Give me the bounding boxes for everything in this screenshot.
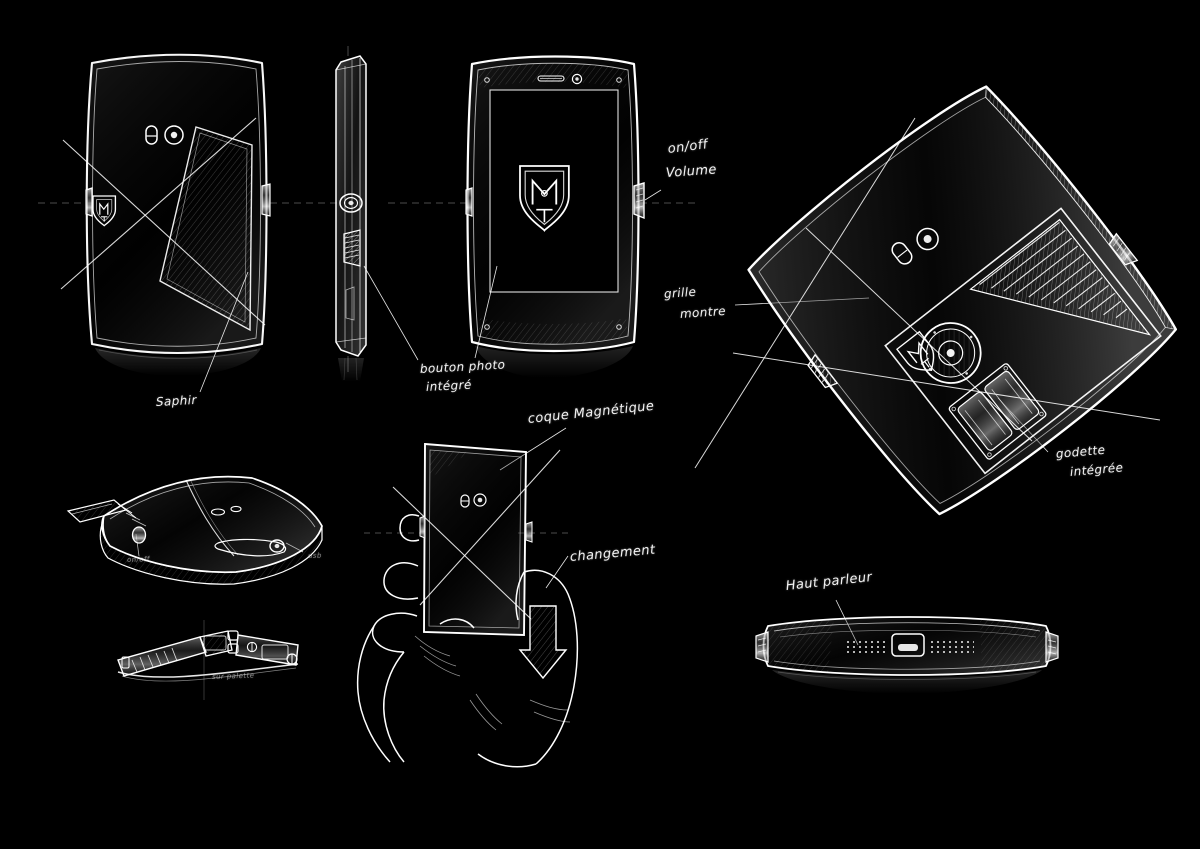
perspective-camera-cluster	[891, 227, 939, 265]
side-buttons-front	[465, 182, 645, 220]
rear-camera-cluster	[145, 125, 184, 145]
perspective-side-button	[1108, 232, 1139, 266]
earpiece-speaker-icon	[537, 75, 565, 82]
speaker-grille-left	[843, 640, 889, 654]
watch-grille-module	[884, 207, 1162, 475]
construction-guidelines	[38, 46, 700, 700]
hinge-grille-left	[131, 647, 178, 673]
front-camera-icon	[571, 73, 583, 85]
sapphire-panel	[159, 126, 253, 332]
watch-dial	[919, 322, 982, 384]
iso-camera-cluster	[210, 505, 242, 516]
shield-logo-back	[92, 195, 117, 227]
side-profile-view	[335, 55, 367, 382]
hand-holding-view	[356, 442, 579, 768]
dual-slider-module	[948, 363, 1047, 460]
crown-dial-icon	[339, 193, 363, 213]
camera-lens-icon	[164, 125, 184, 145]
perspective-view	[694, 85, 1178, 516]
flash-icon	[145, 125, 158, 145]
edge-clips	[755, 631, 1059, 663]
perspective-cross-marks	[694, 117, 1161, 469]
usb-port	[891, 633, 925, 657]
front-view	[465, 55, 645, 378]
perspective-crown	[807, 353, 839, 389]
screen-area	[489, 89, 619, 293]
bottom-edge-view	[755, 616, 1059, 694]
hand-illustration	[356, 514, 475, 763]
side-profile-reflection	[338, 357, 364, 382]
hand-shading	[414, 635, 503, 731]
hand-phone-camera	[460, 493, 487, 508]
shield-logo-front	[519, 165, 570, 232]
sim-tray	[66, 499, 137, 523]
back-view	[60, 53, 271, 376]
front-sensors	[537, 73, 583, 85]
knurled-photo-button	[343, 229, 361, 267]
isometric-back-view	[66, 475, 323, 585]
onoff-volume-button	[633, 182, 645, 220]
crop-cross-marks	[60, 117, 266, 326]
shield-logo-perspective	[895, 330, 935, 372]
speaker-grille-right	[928, 640, 974, 654]
down-arrow-icon	[518, 605, 568, 680]
front-view-reflection	[475, 346, 633, 378]
side-buttons-back	[85, 183, 271, 217]
corner-screws	[484, 77, 622, 330]
hinge-bar-view	[117, 630, 299, 682]
back-view-reflection	[95, 348, 261, 376]
iso-onoff-button	[131, 526, 147, 544]
